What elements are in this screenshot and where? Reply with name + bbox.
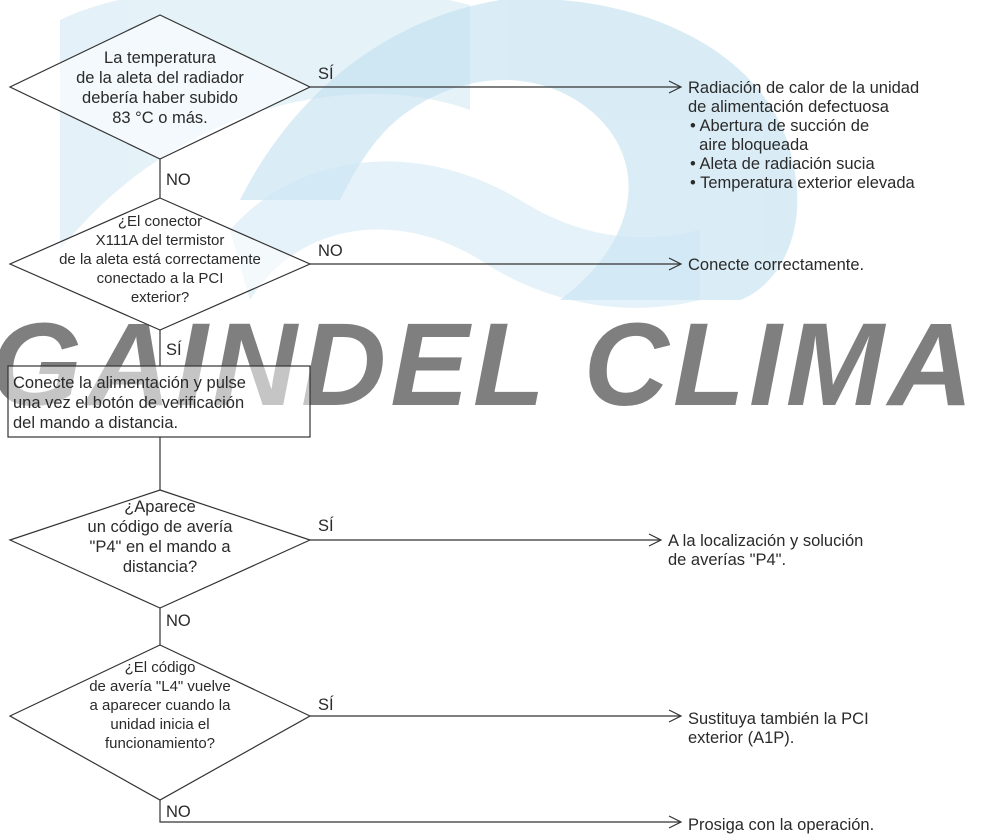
watermark-logo-wave <box>230 161 700 308</box>
svg-text:Conecte correctamente.: Conecte correctamente. <box>688 256 864 274</box>
no-label-3: NO <box>166 612 191 630</box>
decision-text-1: La temperatura de la aleta del radiador … <box>76 49 244 127</box>
yes-label-3: SÍ <box>318 516 334 535</box>
decision-text-4: ¿El código de avería "L4" vuelve a apare… <box>89 659 231 752</box>
result-text-4: Sustituya también la PCI exterior (A1P). <box>688 710 869 747</box>
svg-text:de alimentación defectuosa: de alimentación defectuosa <box>688 98 890 116</box>
svg-text:• Aleta de radiación sucia: • Aleta de radiación sucia <box>690 155 875 173</box>
arrow-head-1 <box>668 80 683 94</box>
svg-text:• Abertura de succión de: • Abertura de succión de <box>690 117 869 135</box>
yes-label-1: SÍ <box>318 64 334 83</box>
svg-text:Radiación de calor de la unida: Radiación de calor de la unidad <box>688 79 919 97</box>
no-label-4: NO <box>166 803 191 821</box>
action-box-text: Conecte la alimentación y pulse una vez … <box>13 374 246 432</box>
svg-text:de averías "P4".: de averías "P4". <box>668 551 786 569</box>
no-connector-4 <box>159 800 680 823</box>
svg-text:de la aleta está correctamente: de la aleta está correctamente <box>59 251 261 268</box>
no-label-2: NO <box>318 242 343 260</box>
svg-text:Prosiga con la operación.: Prosiga con la operación. <box>688 816 874 834</box>
arrow-head-4 <box>668 709 683 723</box>
yes-label-4: SÍ <box>318 695 334 714</box>
svg-text:¿Aparece: ¿Aparece <box>124 498 196 516</box>
svg-text:funcionamiento?: funcionamiento? <box>105 735 215 752</box>
result-text-1: Radiación de calor de la unidad de alime… <box>688 79 919 192</box>
svg-text:exterior (A1P).: exterior (A1P). <box>688 729 794 747</box>
svg-text:¿El conector: ¿El conector <box>118 213 202 230</box>
watermark: GAINDEL CLIMA <box>0 0 973 431</box>
svg-text:Conecte la alimentación y puls: Conecte la alimentación y pulse <box>13 374 246 392</box>
svg-text:de la aleta del radiador: de la aleta del radiador <box>76 69 244 87</box>
svg-text:La temperatura: La temperatura <box>104 49 217 67</box>
svg-text:aire bloqueada: aire bloqueada <box>690 136 809 154</box>
svg-text:• Temperatura exterior elevada: • Temperatura exterior elevada <box>690 174 915 192</box>
svg-text:exterior?: exterior? <box>131 289 189 306</box>
svg-text:conectado a la PCI: conectado a la PCI <box>97 270 224 287</box>
svg-text:unidad inicia el: unidad inicia el <box>110 716 209 733</box>
arrow-head-5 <box>668 815 683 829</box>
action-box <box>7 365 311 438</box>
decision-text-2: ¿El conector X111A del termistor de la a… <box>59 213 261 306</box>
yes-label-2: SÍ <box>166 340 182 359</box>
final-result-text: Prosiga con la operación. <box>688 816 874 834</box>
svg-text:X111A del termistor: X111A del termistor <box>96 232 225 249</box>
svg-text:Sustituya también la PCI: Sustituya también la PCI <box>688 710 869 728</box>
result-text-2: Conecte correctamente. <box>688 256 864 274</box>
svg-text:debería haber subido: debería haber subido <box>82 89 238 107</box>
arrow-head-3 <box>648 533 663 547</box>
svg-text:un código de avería: un código de avería <box>88 518 234 536</box>
svg-text:una vez el botón de verificaci: una vez el botón de verificación <box>13 394 244 412</box>
watermark-logo-swoosh <box>240 0 798 300</box>
svg-text:a aparecer cuando la: a aparecer cuando la <box>90 697 232 714</box>
result-text-3: A la localización y solución de averías … <box>668 532 863 569</box>
no-label-1: NO <box>166 171 191 189</box>
arrow-head-2 <box>668 257 683 271</box>
svg-text:"P4" en el mando a: "P4" en el mando a <box>89 538 231 556</box>
svg-text:83 °C o más.: 83 °C o más. <box>112 109 208 127</box>
svg-text:de avería "L4" vuelve: de avería "L4" vuelve <box>89 678 231 695</box>
svg-text:A la localización y solución: A la localización y solución <box>668 532 863 550</box>
decision-text-3: ¿Aparece un código de avería "P4" en el … <box>88 498 234 576</box>
svg-text:distancia?: distancia? <box>123 558 197 576</box>
svg-text:¿El código: ¿El código <box>125 659 196 676</box>
svg-text:del mando a distancia.: del mando a distancia. <box>13 414 178 432</box>
